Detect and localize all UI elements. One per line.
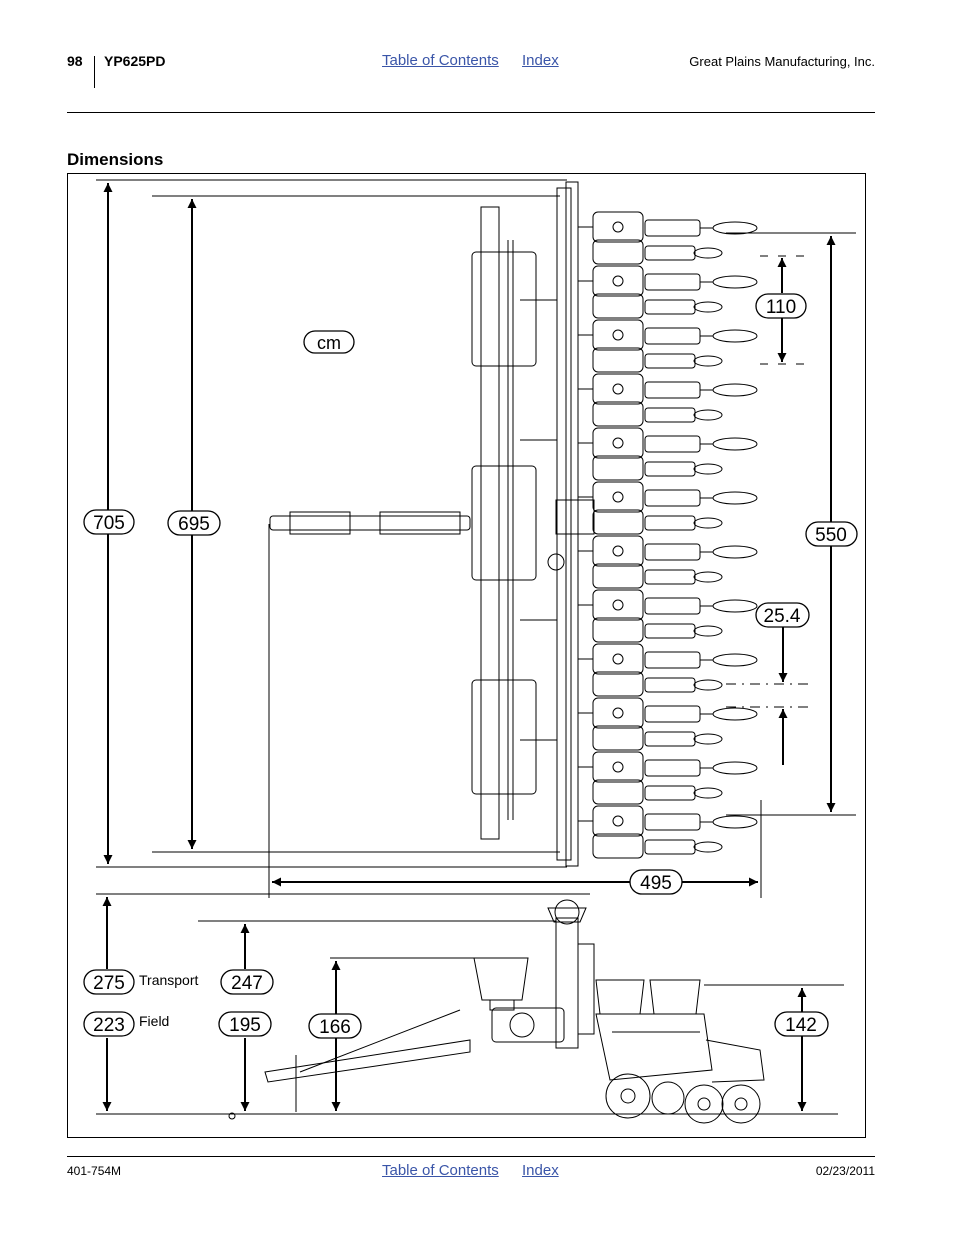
page-number: 98 — [67, 53, 83, 69]
company-name: Great Plains Manufacturing, Inc. — [689, 54, 875, 69]
dimension-142 — [704, 984, 844, 1111]
dimension-166 — [330, 957, 474, 1111]
svg-text:195: 195 — [229, 1015, 261, 1036]
header-divider — [94, 56, 95, 88]
label-195: 195 — [218, 1011, 272, 1037]
svg-text:25.4: 25.4 — [764, 606, 801, 627]
model-name: YP625PD — [104, 53, 166, 69]
index-link[interactable]: Index — [522, 52, 559, 69]
label-275: 275 — [83, 969, 135, 995]
footer-table-of-contents-link[interactable]: Table of Contents — [382, 1162, 499, 1179]
svg-text:166: 166 — [319, 1017, 351, 1038]
svg-text:cm: cm — [317, 333, 341, 353]
label-550: 550 — [805, 521, 858, 547]
footer-rule — [67, 1156, 875, 1157]
dimensions-figure: cm 705 695 550 110 25.4 495 275 223 Tran… — [67, 173, 866, 1138]
svg-text:110: 110 — [766, 297, 796, 318]
label-495: 495 — [629, 869, 683, 895]
svg-text:223: 223 — [93, 1015, 125, 1036]
document-date: 02/23/2011 — [815, 1164, 875, 1178]
label-142: 142 — [774, 1011, 829, 1037]
svg-text:695: 695 — [178, 514, 210, 535]
svg-text:550: 550 — [815, 525, 847, 546]
dimension-495 — [268, 524, 762, 898]
dimension-275-223 — [96, 893, 838, 1115]
dimension-110 — [760, 255, 806, 365]
field-label: Field — [139, 1013, 169, 1029]
svg-text:495: 495 — [640, 873, 672, 894]
document-number: 401-754M — [67, 1164, 122, 1178]
planter-top-view — [269, 181, 595, 867]
label-25-4: 25.4 — [755, 602, 810, 628]
label-247: 247 — [220, 969, 274, 995]
label-166: 166 — [308, 1013, 362, 1039]
transport-label: Transport — [139, 972, 199, 988]
header-rule — [67, 112, 875, 113]
row-units — [578, 211, 758, 859]
dimension-247-195 — [198, 920, 556, 1111]
dimension-25-4 — [726, 627, 810, 765]
footer-index-link[interactable]: Index — [522, 1162, 559, 1179]
planter-side-view — [228, 899, 765, 1124]
dimension-705 — [96, 179, 567, 868]
svg-text:275: 275 — [93, 973, 125, 994]
unit-label: cm — [303, 330, 355, 354]
table-of-contents-link[interactable]: Table of Contents — [382, 52, 499, 69]
section-title: Dimensions — [67, 150, 164, 169]
svg-text:705: 705 — [93, 513, 125, 534]
svg-text:247: 247 — [231, 973, 263, 994]
label-110: 110 — [755, 293, 807, 319]
label-695: 695 — [167, 510, 221, 536]
svg-text:142: 142 — [785, 1015, 817, 1036]
label-223: 223 — [83, 1011, 135, 1037]
label-705: 705 — [83, 509, 135, 535]
